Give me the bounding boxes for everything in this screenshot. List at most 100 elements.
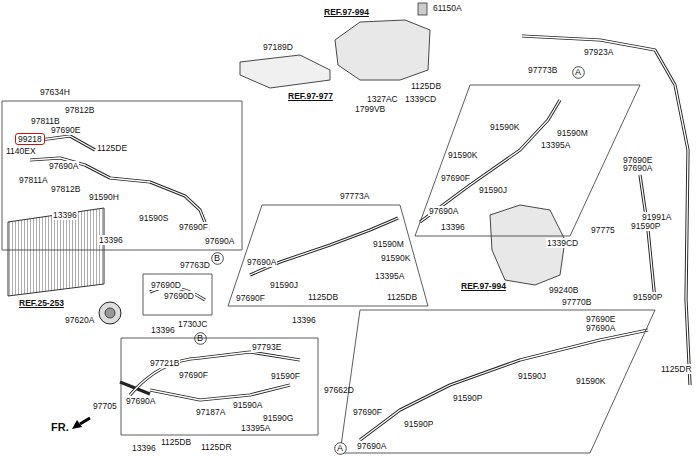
callout-number: 97189D — [262, 42, 294, 52]
tube-outer — [30, 36, 690, 440]
callout-number: 97690D — [163, 291, 195, 301]
reference-label: REF.25-253 — [18, 298, 65, 308]
callout-number: 97690A — [204, 236, 235, 246]
callout-holder: 97690F — [235, 293, 266, 303]
callout-number: 13396 — [131, 443, 157, 453]
group-heading-holder: 97773B — [528, 65, 557, 75]
callout-holder: 97690A — [246, 257, 277, 267]
group-heading-holder: 97770B — [562, 297, 591, 307]
callout-number: 13395A — [540, 140, 571, 150]
tube — [360, 330, 648, 440]
connection-circle: B — [194, 332, 207, 345]
callout-number: 97620A — [64, 315, 95, 325]
callout-number: 97690A — [246, 257, 277, 267]
callout-number: 97690A — [356, 441, 387, 451]
callout-number: 97690F — [352, 407, 383, 417]
callout-holder: 97690F — [352, 407, 383, 417]
tube — [522, 36, 690, 385]
callout-holder: 97620A — [64, 315, 95, 325]
callout-holder: 1125DB — [307, 292, 339, 302]
callout-number: 1799VB — [354, 104, 386, 114]
callout-number: 13396 — [440, 222, 466, 232]
air-duct — [240, 55, 330, 88]
callout-holder: 97811A — [18, 175, 49, 185]
part-number: B — [194, 332, 207, 345]
callout-number: 97690F — [440, 173, 471, 183]
group-heading-holder: 97763D — [180, 260, 210, 270]
callout-number: 97793E — [251, 342, 282, 352]
callout-number: 91590K — [489, 122, 520, 132]
tube — [360, 330, 648, 440]
group-outline-shape — [121, 338, 318, 435]
reference-label: REF.97-994 — [460, 281, 507, 291]
tube — [150, 385, 290, 400]
callout-holder: 97187A — [195, 407, 226, 417]
callout-number: 91590P — [452, 393, 483, 403]
tube-inner — [30, 36, 690, 440]
part-number: 99218 — [18, 134, 42, 144]
bolt — [120, 382, 150, 394]
callout-number: 97187A — [195, 407, 226, 417]
reference-label: REF.97-977 — [287, 91, 334, 101]
callout-holder: 13395A — [374, 271, 405, 281]
part-number: 97763D — [180, 260, 210, 270]
callout-number: 1125DB — [410, 81, 442, 91]
callout-holder: 97690A — [48, 161, 79, 171]
callout-number: 97923A — [583, 47, 614, 57]
callout-number: 1125DR — [660, 364, 693, 374]
part-number: 97770B — [562, 297, 591, 307]
connection-circle: B — [211, 252, 224, 265]
callout-holder: 13395A — [240, 423, 271, 433]
callout-holder: 1125DR — [200, 442, 233, 452]
callout-holder: 91590P — [452, 393, 483, 403]
part-number: B — [211, 252, 224, 265]
callout-number: 91590K — [380, 253, 411, 263]
callout-number: 97690F — [178, 222, 209, 232]
callout-holder: 91590P — [632, 292, 663, 302]
callout-number: 91590S — [138, 213, 169, 223]
callout-holder: 97690D — [150, 280, 182, 290]
compressor — [99, 302, 121, 324]
callout-number: 97690A — [585, 323, 616, 333]
callout-number: 91590P — [632, 292, 663, 302]
callout-number: 13395A — [240, 423, 271, 433]
callout-number: 91590P — [630, 221, 661, 231]
callout-number: 1125DB — [160, 437, 192, 447]
callout-number: 97690A — [125, 396, 156, 406]
group-outline-shape — [340, 310, 655, 453]
group-outline-shape — [415, 85, 640, 236]
callout-holder: 91590G — [262, 413, 294, 423]
callout-holder: FR. — [50, 422, 70, 433]
tube — [30, 158, 208, 230]
group-heading-holder: 97662D — [324, 385, 354, 395]
group-heading-holder: 97634H — [40, 87, 70, 97]
callout-holder: 97923A — [583, 47, 614, 57]
callout-number: 91590K — [447, 150, 478, 160]
callout-holder: 97812B — [64, 105, 95, 115]
callout-number: 91590F — [270, 371, 301, 381]
callout-number: 13396 — [291, 315, 317, 325]
callout-number: 97812B — [64, 105, 95, 115]
callout-holder: 1799VB — [354, 104, 386, 114]
callout-holder: REF.97-994 — [323, 7, 370, 17]
callout-number: 97690A — [48, 161, 79, 171]
callout-holder: 13396 — [150, 325, 176, 335]
tube — [522, 36, 690, 385]
circle-shape — [334, 442, 346, 454]
tube — [420, 100, 560, 222]
callout-holder: 97690A — [125, 396, 156, 406]
tube — [40, 136, 95, 150]
callout-number: 1125DR — [200, 442, 233, 452]
callout-number: 97690F — [178, 370, 209, 380]
tube — [40, 136, 95, 150]
connection-circle: A — [334, 442, 347, 455]
callout-holder: 97705 — [92, 401, 118, 411]
callout-holder: 97793E — [251, 342, 282, 352]
small-part — [418, 3, 427, 15]
callout-number: 91590J — [269, 280, 299, 290]
callout-number: 97811A — [18, 175, 49, 185]
callout-holder: 61150A — [432, 3, 463, 13]
callout-number: 97690D — [150, 280, 182, 290]
tube — [420, 100, 560, 222]
